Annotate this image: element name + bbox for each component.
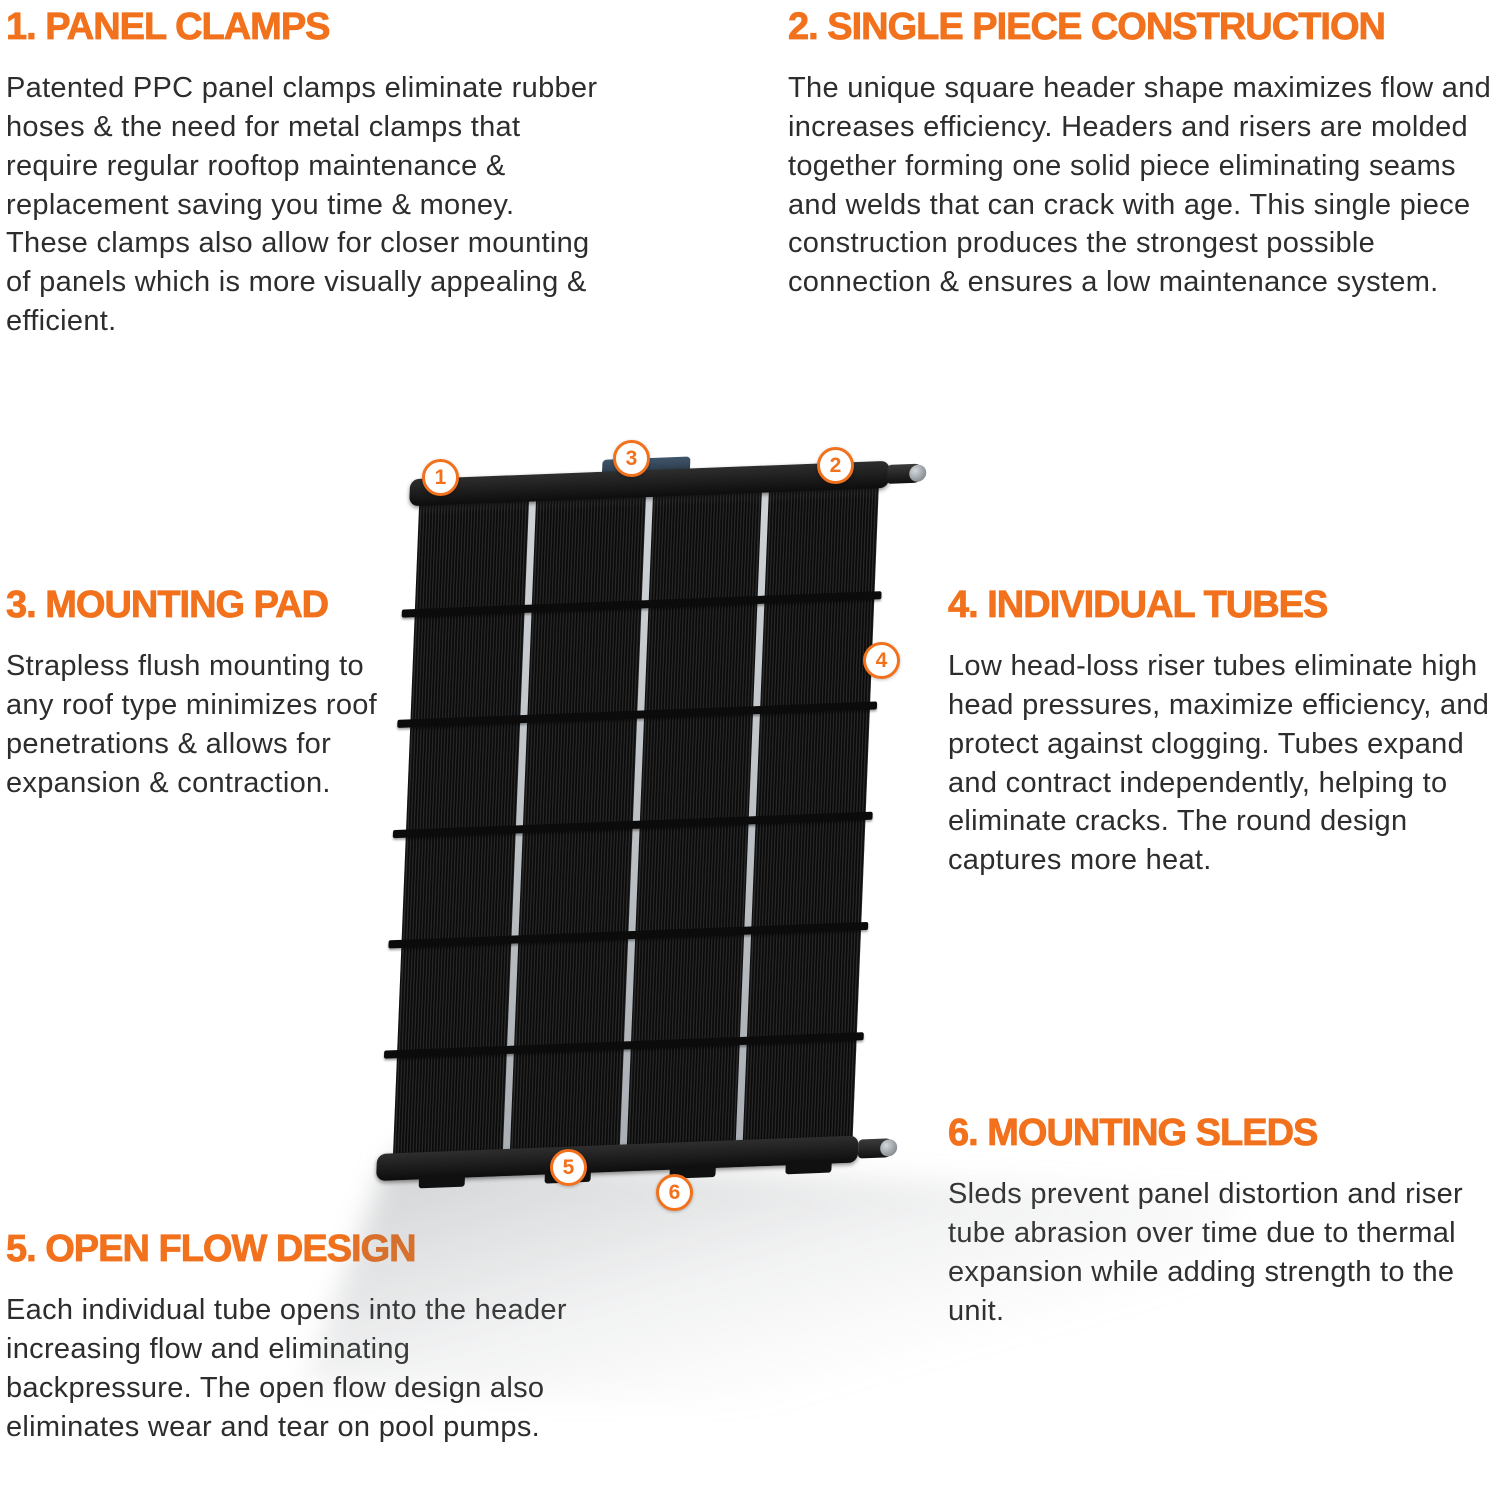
callout-marker-2: 2 — [817, 447, 854, 484]
section-individual-tubes: 4. INDIVIDUAL TUBES Low head-loss riser … — [948, 584, 1490, 880]
section-title: 4. INDIVIDUAL TUBES — [948, 584, 1329, 627]
callout-marker-6: 6 — [656, 1174, 693, 1211]
panel-tube-grid — [383, 487, 882, 1155]
section-body: Sleds prevent panel distortion and riser… — [948, 1178, 1463, 1327]
callout-marker-5: 5 — [550, 1149, 587, 1186]
callout-marker-1: 1 — [422, 459, 459, 496]
section-title: 3. MOUNTING PAD — [6, 584, 330, 627]
panel-reflection — [304, 1152, 1236, 1428]
solar-panel — [376, 456, 924, 1189]
section-single-piece-construction: 2. SINGLE PIECE CONSTRUCTION The unique … — [788, 6, 1492, 302]
section-mounting-sleds: 6. MOUNTING SLEDS Sleds prevent panel di… — [948, 1112, 1496, 1330]
section-title: 5. OPEN FLOW DESIGN — [6, 1228, 417, 1271]
callout-marker-3: 3 — [613, 440, 650, 477]
section-body: Strapless flush mounting to any roof typ… — [6, 650, 378, 799]
section-mounting-pad: 3. MOUNTING PAD Strapless flush mounting… — [6, 584, 410, 802]
mounting-sled — [785, 1159, 832, 1175]
top-pipe-end — [886, 463, 924, 484]
section-open-flow-design: 5. OPEN FLOW DESIGN Each individual tube… — [6, 1228, 598, 1446]
section-title: 6. MOUNTING SLEDS — [948, 1112, 1319, 1155]
section-body: Patented PPC panel clamps eliminate rubb… — [6, 72, 598, 338]
callout-number: 6 — [668, 1180, 681, 1204]
section-body: The unique square header shape maximizes… — [788, 72, 1492, 299]
product-illustration — [304, 430, 1236, 1430]
bottom-pipe-end — [857, 1138, 895, 1159]
section-panel-clamps: 1. PANEL CLAMPS Patented PPC panel clamp… — [6, 6, 598, 341]
section-title: 1. PANEL CLAMPS — [6, 6, 331, 49]
callout-number: 1 — [434, 465, 447, 489]
callout-number: 2 — [829, 453, 842, 477]
callout-number: 4 — [875, 648, 888, 672]
section-body: Each individual tube opens into the head… — [6, 1294, 567, 1443]
section-body: Low head-loss riser tubes eliminate high… — [948, 650, 1490, 877]
callout-marker-4: 4 — [863, 642, 900, 679]
callout-number: 3 — [625, 446, 638, 470]
mounting-sled — [418, 1173, 466, 1189]
callout-number: 5 — [562, 1155, 575, 1179]
section-title: 2. SINGLE PIECE CONSTRUCTION — [788, 6, 1387, 49]
